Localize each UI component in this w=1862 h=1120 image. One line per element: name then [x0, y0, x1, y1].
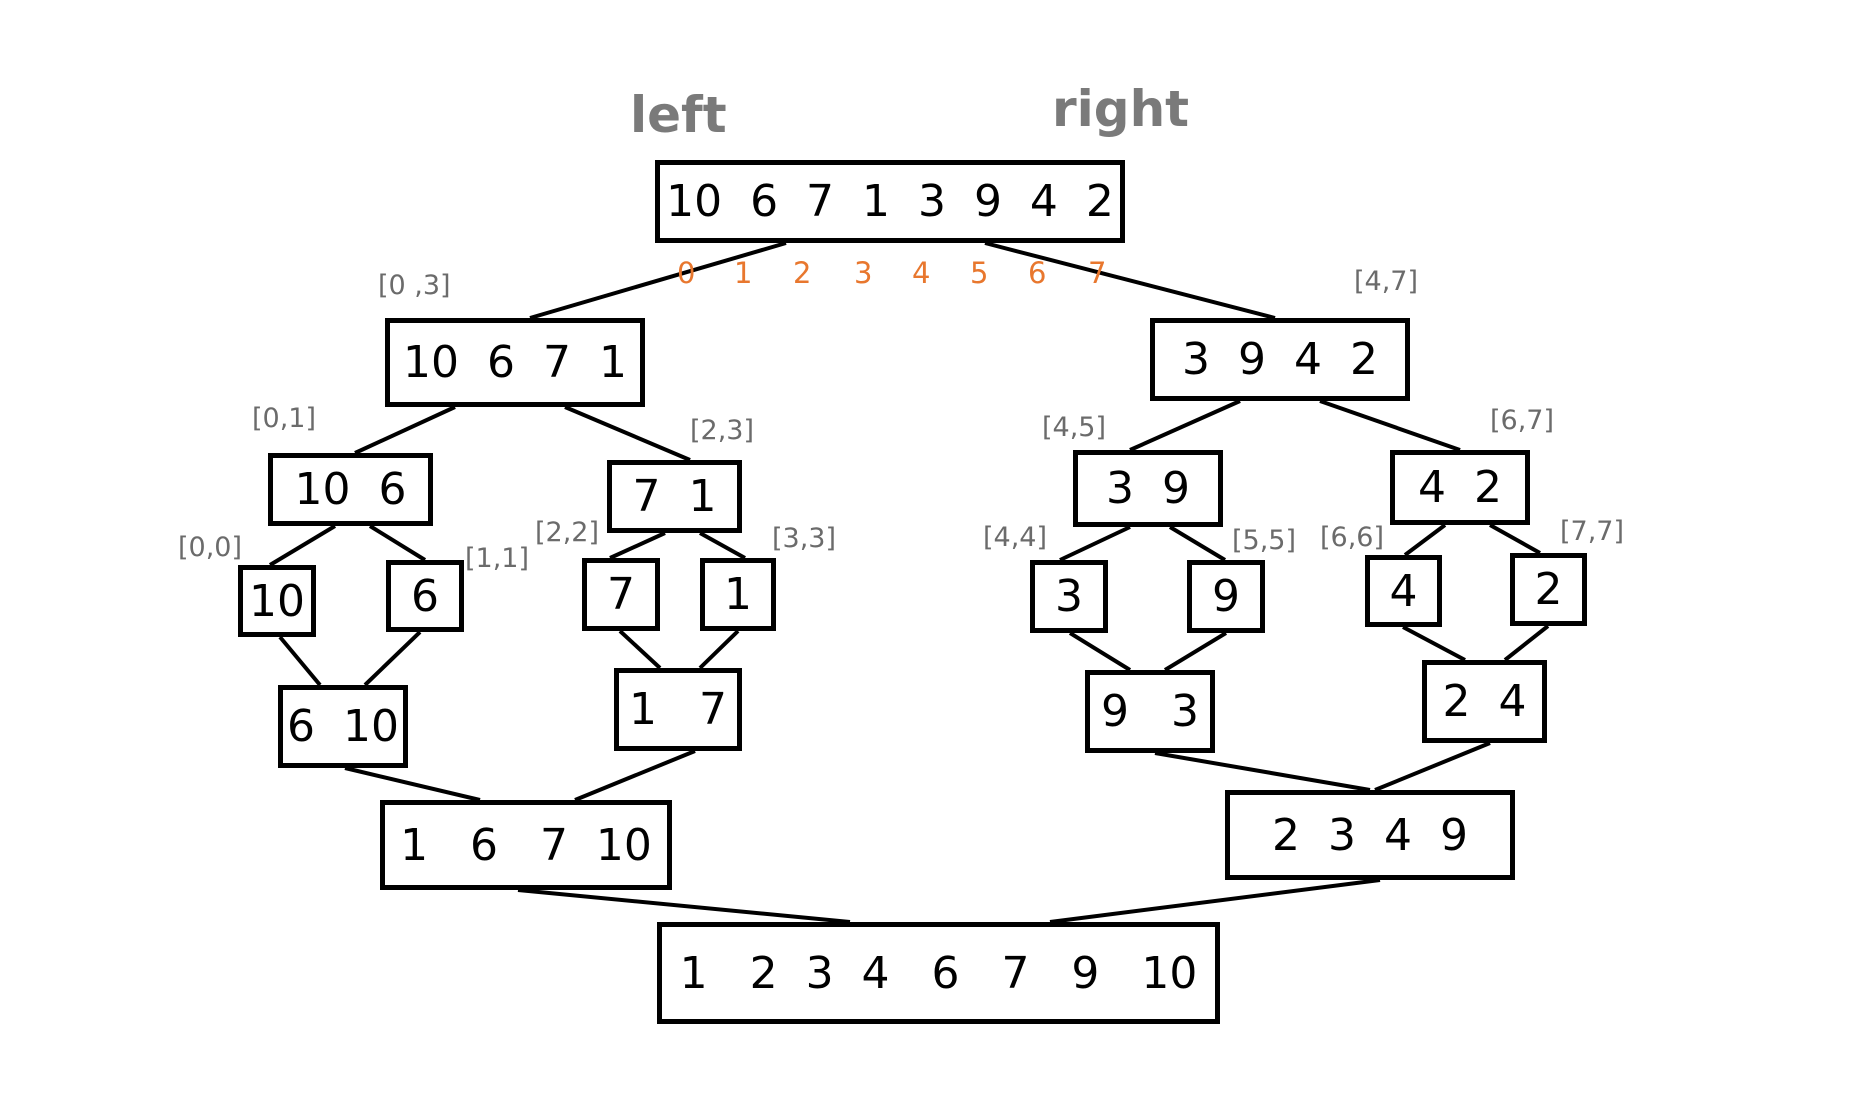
- connector-line: [1503, 624, 1550, 662]
- index-label: 3: [854, 256, 873, 290]
- connector-line: [1154, 751, 1371, 792]
- array-node-l-0-3: 10 6 7 1: [385, 318, 645, 407]
- connector-line: [1489, 523, 1541, 555]
- right-pointer-label: right: [1052, 80, 1190, 138]
- index-label: 4: [912, 256, 931, 290]
- array-node-m-0-3: 1 6 7 10: [380, 800, 672, 890]
- range-4-4-label: [4,4]: [983, 522, 1048, 553]
- range-2-2-label: [2,2]: [535, 517, 600, 548]
- array-node-m-2-3: 1 7: [614, 668, 742, 751]
- connector-line: [984, 241, 1276, 320]
- array-node-l-2-3: 7 1: [607, 460, 742, 533]
- connector-line: [609, 531, 666, 560]
- index-label: 0: [677, 256, 696, 290]
- range-6-6-label: [6,6]: [1320, 522, 1385, 553]
- connector-line: [363, 630, 422, 687]
- connector-line: [278, 635, 322, 687]
- array-node-r-4-5: 3 9: [1073, 450, 1223, 527]
- index-label: 7: [1088, 256, 1107, 290]
- array-node-r-6-7: 4 2: [1390, 450, 1530, 525]
- connector-line: [1403, 523, 1447, 557]
- array-node-leaf-0: 10: [238, 565, 316, 637]
- array-node-leaf-3: 1: [700, 558, 776, 631]
- connector-line: [1374, 741, 1491, 792]
- array-node-leaf-1: 6: [386, 560, 464, 632]
- array-node-m-0-1: 6 10: [278, 685, 408, 768]
- array-node-result: 1 2 3 4 6 7 9 10: [657, 922, 1220, 1024]
- connector-line: [354, 405, 456, 455]
- connector-line: [1049, 878, 1381, 924]
- connector-line: [268, 524, 337, 567]
- array-node-m-4-5: 9 3: [1085, 670, 1215, 753]
- range-4-5-label: [4,5]: [1042, 412, 1107, 443]
- range-7-7-label: [7,7]: [1560, 516, 1625, 547]
- range-6-7-label: [6,7]: [1490, 405, 1555, 436]
- array-node-leaf-5: 9: [1187, 560, 1265, 633]
- connector-line: [368, 524, 427, 562]
- range-0-1-label: [0,1]: [252, 403, 317, 434]
- connector-line: [517, 888, 851, 924]
- range-1-1-label: [1,1]: [465, 543, 530, 574]
- connector-line: [618, 629, 662, 670]
- connector-line: [529, 241, 787, 320]
- connector-line: [1059, 525, 1131, 562]
- connector-line: [1129, 399, 1241, 452]
- array-node-l-0-1: 10 6: [268, 453, 433, 526]
- range-3-3-label: [3,3]: [772, 523, 837, 554]
- range-2-3-label: [2,3]: [690, 415, 755, 446]
- connector-line: [344, 766, 481, 802]
- connector-line: [1168, 525, 1227, 562]
- connector-line: [564, 405, 691, 462]
- connector-line: [1319, 399, 1461, 452]
- connector-line: [574, 749, 696, 802]
- array-node-m-4-7: 2 3 4 9: [1225, 790, 1515, 880]
- connector-line: [1068, 631, 1132, 672]
- array-node-leaf-6: 4: [1365, 555, 1442, 627]
- connector-line: [698, 629, 740, 670]
- range-0-3-label: [0 ,3]: [378, 270, 451, 301]
- array-node-leaf-7: 2: [1510, 553, 1587, 626]
- range-4-7-label: [4,7]: [1354, 266, 1419, 297]
- array-node-m-6-7: 2 4: [1422, 660, 1547, 743]
- left-pointer-label: left: [630, 86, 727, 144]
- range-0-0-label: [0,0]: [178, 532, 243, 563]
- array-node-root: 10 6 7 1 3 9 4 2: [655, 160, 1125, 243]
- connector-line: [699, 531, 746, 560]
- connector-line: [1402, 625, 1466, 662]
- index-label: 1: [734, 256, 753, 290]
- connector-line: [1163, 631, 1228, 672]
- index-label: 2: [793, 256, 812, 290]
- array-node-r-4-7: 3 9 4 2: [1150, 318, 1410, 401]
- array-node-leaf-4: 3: [1030, 560, 1108, 633]
- array-node-leaf-2: 7: [582, 558, 660, 631]
- range-5-5-label: [5,5]: [1232, 525, 1297, 556]
- index-label: 6: [1028, 256, 1047, 290]
- index-label: 5: [970, 256, 989, 290]
